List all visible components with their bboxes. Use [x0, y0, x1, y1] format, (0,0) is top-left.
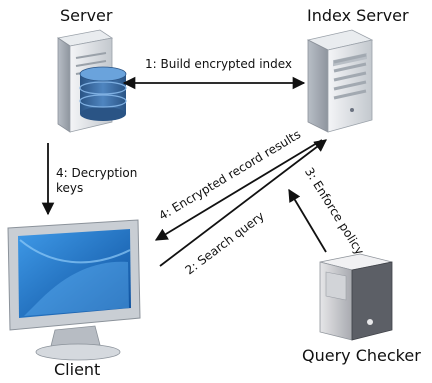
- server-tower-icon: [306, 29, 374, 133]
- edge-label-decryption-keys-line2: keys: [56, 181, 84, 195]
- edge-search-query-arrow: [159, 139, 328, 267]
- desktop-monitor-icon: [7, 219, 141, 361]
- edge-label-build-index: 1: Build encrypted index: [145, 57, 293, 71]
- small-server-tower-icon: [319, 253, 393, 341]
- client-label: Client: [54, 360, 101, 379]
- edge-enforce-policy-arrow: [288, 188, 327, 253]
- query-checker-label: Query Checker: [302, 346, 421, 365]
- edge-encrypted-results-arrow: [154, 139, 323, 241]
- server-with-database-icon: [56, 29, 127, 133]
- server-label: Server: [60, 6, 113, 25]
- edge-label-decryption-keys-line1: 4: Decryption: [56, 166, 138, 180]
- index-server-label: Index Server: [307, 6, 409, 25]
- edge-label-decryption-keys: 4: Decryption keys: [56, 166, 137, 196]
